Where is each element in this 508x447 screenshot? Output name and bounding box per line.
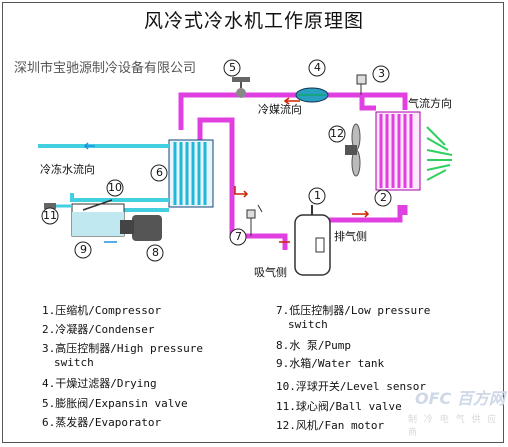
legend-item-9: 9.水箱/Water tank: [276, 357, 385, 370]
callout-11: 11: [43, 209, 57, 222]
callout-10: 10: [108, 181, 122, 194]
callout-3: 3: [378, 67, 385, 80]
air-flow-arrows: [426, 126, 453, 181]
watermark-logo: OFC 百方网: [415, 389, 505, 408]
callout-1: 1: [314, 189, 321, 202]
ball-valve: [44, 203, 56, 209]
callout-circles: [41, 59, 392, 262]
chilled-water-flow-label: 冷冻水流向: [40, 163, 95, 176]
water-pipes: [38, 144, 169, 212]
water-flow-arrows: [83, 142, 117, 243]
compressor: [294, 205, 331, 276]
diagram-title: 风冷式冷水机工作原理图: [143, 10, 364, 32]
callout-12: 12: [330, 127, 344, 140]
legend-item-1: 1.压缩机/Compressor: [42, 304, 162, 317]
callout-6: 6: [156, 166, 163, 179]
legend-item-7-line1: 7.低压控制器/Low pressure: [276, 304, 431, 317]
legend-item-6: 6.蒸发器/Evaporator: [42, 416, 162, 429]
diagram-frame: [2, 2, 504, 443]
company-name: 深圳市宝驰源制冷设备有限公司: [14, 61, 197, 76]
water-tank: [71, 199, 125, 237]
pump: [120, 215, 162, 241]
evaporator: [168, 139, 214, 208]
legend-item-11: 11.球心阀/Ball valve: [276, 400, 402, 413]
legend-item-3: 3.高压控制器/High pressure switch: [42, 342, 203, 370]
legend-item-7: 7.低压控制器/Low pressure switch: [276, 304, 430, 332]
air-flow-label: 气流方向: [408, 97, 452, 110]
callout-5: 5: [229, 61, 236, 74]
legend-item-10: 10.浮球开关/Level sensor: [276, 380, 426, 393]
flow-arrows: [234, 97, 370, 243]
callout-9: 9: [80, 243, 87, 256]
callout-7: 7: [235, 230, 242, 243]
legend-item-3-line1: 3.高压控制器/High pressure: [42, 342, 203, 355]
dryer-filter: [295, 87, 329, 103]
legend-item-2: 2.冷凝器/Condenser: [42, 323, 155, 336]
callout-2: 2: [380, 191, 387, 204]
watermark-text: 制 冷 电 气 供 应 商: [408, 415, 499, 438]
legend-item-5: 5.膨胀阀/Expansin valve: [42, 397, 188, 410]
low-pressure-switch: [246, 204, 263, 236]
refrigerant-flow-label: 冷媒流向: [258, 103, 302, 116]
legend-item-8: 8.水 泵/Pump: [276, 339, 351, 352]
legend-item-7-line2: switch: [288, 318, 328, 331]
callout-8: 8: [152, 246, 159, 259]
high-pressure-switch: [356, 74, 367, 85]
legend-item-3-line2: switch: [54, 356, 94, 369]
refrigerant-loop: [178, 92, 408, 250]
expansion-valve: [232, 77, 250, 98]
condenser: [375, 111, 421, 191]
discharge-side-label: 排气侧: [334, 230, 367, 243]
callout-4: 4: [314, 61, 321, 74]
legend-item-4: 4.干燥过滤器/Drying: [42, 377, 157, 390]
suction-side-label: 吸气侧: [254, 266, 287, 279]
fan: [345, 123, 361, 177]
legend-item-12: 12.风机/Fan motor: [276, 419, 385, 432]
